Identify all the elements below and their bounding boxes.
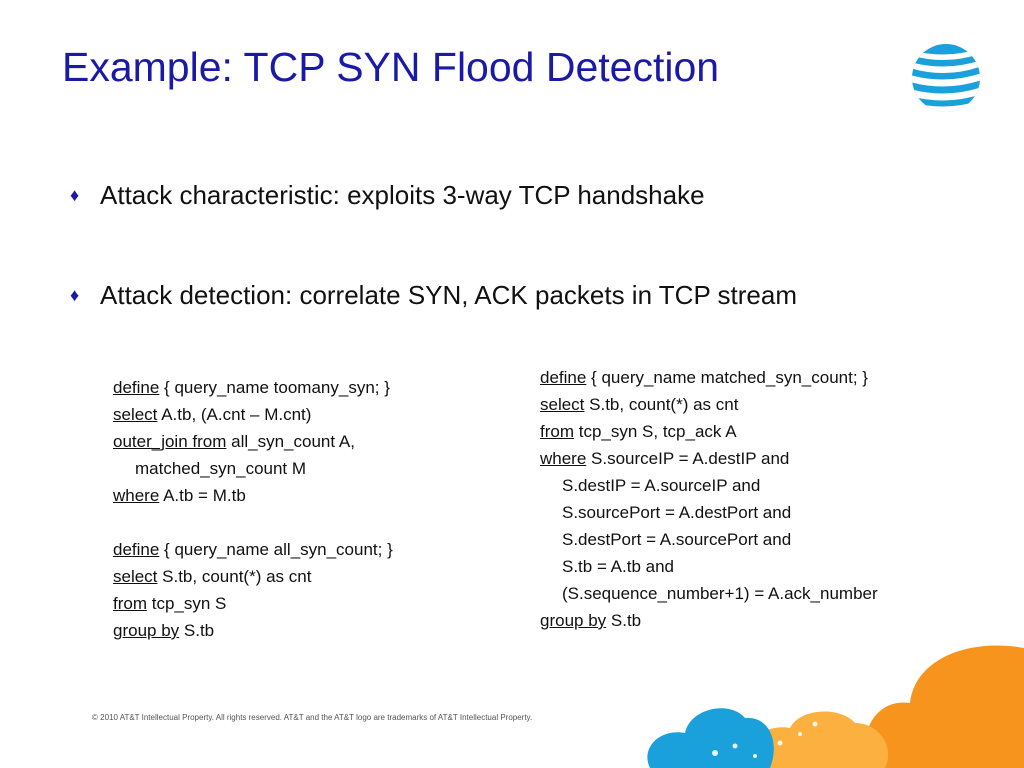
code-line: define { query_name matched_syn_count; } [540, 368, 868, 387]
code-line: group by S.tb [113, 621, 215, 640]
code-line: group by S.tb [540, 611, 642, 630]
code-line: matched_syn_count M [135, 459, 307, 478]
diamond-bullet-icon: ♦ [70, 185, 80, 205]
code-line: select S.tb, count(*) as cnt [113, 567, 312, 586]
code-line: select S.tb, count(*) as cnt [540, 395, 739, 414]
code-line: S.sourcePort = A.destPort and [562, 503, 792, 522]
bullet-item: ♦Attack characteristic: exploits 3-way T… [70, 180, 705, 210]
code-line: where A.tb = M.tb [113, 486, 246, 505]
slide-title: Example: TCP SYN Flood Detection [62, 44, 720, 90]
code-line: from tcp_syn S [113, 594, 227, 613]
right-query-block: define { query_name matched_syn_count; }… [540, 364, 878, 634]
clouds-decoration-icon [647, 645, 1024, 768]
code-line: where S.sourceIP = A.destIP and [540, 449, 790, 468]
code-line: S.destPort = A.sourcePort and [562, 530, 792, 549]
left-query-block: define { query_name toomany_syn; } selec… [113, 374, 393, 644]
code-line: from tcp_syn S, tcp_ack A [540, 422, 737, 441]
bullet-item: ♦Attack detection: correlate SYN, ACK pa… [70, 280, 798, 310]
code-line: define { query_name toomany_syn; } [113, 378, 390, 397]
copyright-footer: © 2010 AT&T Intellectual Property. All r… [92, 713, 533, 722]
diamond-bullet-icon: ♦ [70, 285, 80, 305]
code-line: S.destIP = A.sourceIP and [562, 476, 761, 495]
code-line: (S.sequence_number+1) = A.ack_number [562, 584, 878, 603]
code-line: S.tb = A.tb and [562, 557, 675, 576]
att-globe-icon [912, 44, 980, 112]
code-line: outer_join from all_syn_count A, [113, 432, 355, 451]
code-line: define { query_name all_syn_count; } [113, 540, 393, 559]
code-line: select A.tb, (A.cnt – M.cnt) [113, 405, 312, 424]
